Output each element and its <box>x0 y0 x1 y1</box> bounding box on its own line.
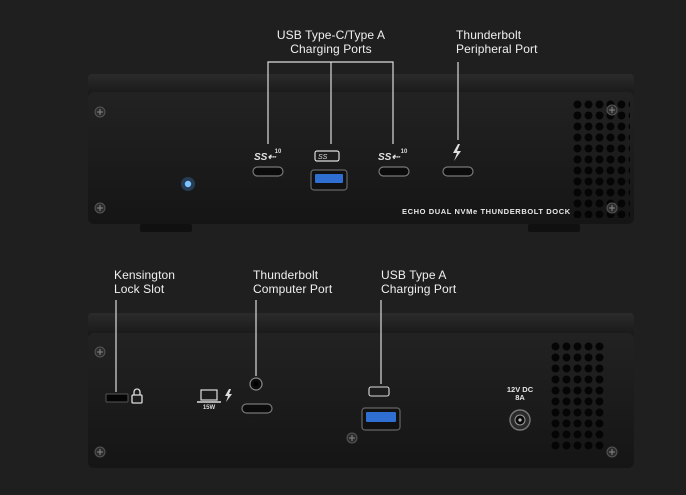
laptop-icon <box>197 389 221 403</box>
screw-icon <box>94 202 106 214</box>
rear-dock-face <box>88 333 634 468</box>
label-usb-charging-ports: USB Type-C/Type A Charging Ports <box>276 28 386 56</box>
label-thunderbolt-computer: Thunderbolt Computer Port <box>253 268 333 296</box>
thunderbolt-port-computer <box>241 403 273 414</box>
label-kensington: Kensington Lock Slot <box>114 268 176 296</box>
ss-10-label: 10 <box>400 149 408 155</box>
dc-input-label: 12V DC 8A <box>506 385 534 402</box>
screw-icon <box>606 202 618 214</box>
front-dock: SS⇠ SS SS⇠ <box>88 61 634 232</box>
kensington-slot <box>105 393 129 403</box>
superspeed-usb-10-icon: SS⇠ <box>254 152 276 163</box>
screw-icon <box>606 104 618 116</box>
rear-vent <box>550 340 606 452</box>
power-15w-label: 15W <box>202 405 216 411</box>
lock-icon <box>131 388 143 404</box>
screw-icon <box>346 432 358 444</box>
power-led <box>184 180 192 188</box>
usb-c-port-right <box>378 166 410 177</box>
front-dock-face <box>88 92 634 224</box>
superspeed-usb-10-icon: SS⇠ <box>378 152 400 163</box>
rear-dock <box>88 300 634 468</box>
front-vent <box>572 100 630 218</box>
usb-c-port-left <box>252 166 284 177</box>
front-foot-right <box>528 224 580 232</box>
front-foot-left <box>140 224 192 232</box>
screw-icon <box>606 446 618 458</box>
label-thunderbolt-peripheral: Thunderbolt Peripheral Port <box>456 28 538 56</box>
label-usb-charging-port: USB Type A Charging Port <box>381 268 457 296</box>
thunderbolt-bolt-icon <box>225 389 232 402</box>
ss-10-label: 10 <box>274 149 282 155</box>
svg-text:SS: SS <box>318 154 328 161</box>
thunderbolt-port-peripheral <box>442 166 474 177</box>
charging-battery-icon <box>314 150 340 162</box>
charging-battery-icon <box>368 386 390 397</box>
screw-icon <box>94 346 106 358</box>
rear-dock-top-edge <box>88 313 634 339</box>
front-brand-text: ECHO DUAL NVMe THUNDERBOLT DOCK <box>402 207 571 216</box>
thunderbolt-bolt-icon <box>453 144 461 161</box>
screw-icon <box>94 446 106 458</box>
screw-icon <box>94 106 106 118</box>
